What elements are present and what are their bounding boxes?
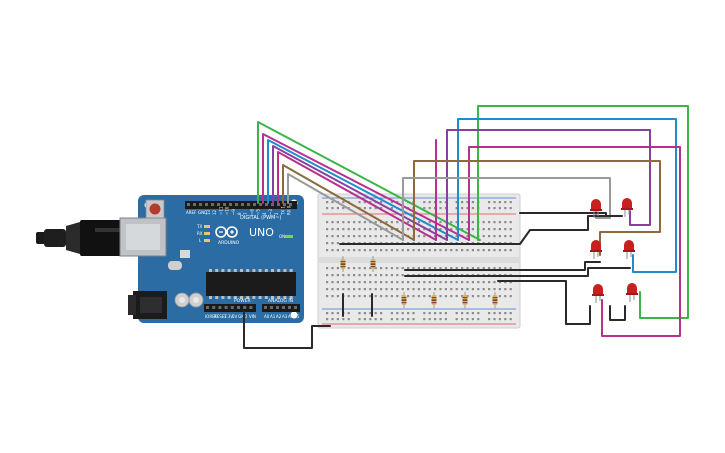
atmega-chip (206, 269, 296, 299)
digital-pin-label: RX 0 (287, 205, 292, 215)
digital-pin-label: 4 (262, 212, 267, 215)
aref-label: AREF (186, 210, 197, 215)
reset-button-icon[interactable] (145, 199, 165, 219)
wire-black-gnd-4 (404, 267, 631, 277)
analog-label: ANALOG IN (268, 298, 293, 304)
resistor (431, 292, 437, 308)
analog-pin-label: A0 (264, 314, 270, 319)
red-led[interactable] (621, 198, 633, 217)
red-led[interactable] (590, 199, 602, 218)
wire-brown-pin (282, 164, 415, 241)
red-led[interactable] (626, 283, 638, 302)
digital-pin-label: ~3 (268, 209, 273, 215)
digital-pin-label: ~10 (225, 206, 230, 215)
analog-header (262, 304, 300, 312)
tx-label: TX (196, 224, 202, 229)
digital-pin-label: ~6 (249, 209, 254, 215)
resistor (462, 292, 468, 308)
wire-black-gnd-5 (497, 280, 591, 325)
digital-pin-label: 7 (243, 212, 248, 215)
analog-pin-label: A3 (282, 314, 288, 319)
power-label: POWER (234, 298, 251, 304)
reset-pin-label: RESET (214, 314, 227, 319)
digital-pin-label: ~5 (256, 209, 261, 215)
analog-pin-label: A4 (288, 314, 294, 319)
digital-pin-label: TX 1 (280, 206, 285, 216)
wire-brown-led (413, 160, 661, 256)
analog-pin-label: A2 (276, 314, 282, 319)
l-label: L (199, 238, 202, 243)
wire-magenta-pin (262, 133, 470, 241)
wire-green-pin-long (257, 105, 689, 319)
wire-blue-pin (267, 139, 459, 241)
status-leds (204, 225, 293, 242)
digital-pin-label: 13 (206, 209, 211, 215)
red-led[interactable] (623, 240, 635, 259)
arduino-infinity-logo-icon (215, 226, 238, 238)
wires (243, 105, 689, 349)
resistors (340, 256, 498, 308)
analog-pin-label: A5 (294, 314, 300, 319)
wire-purple-pin (272, 145, 448, 241)
digital-label: DIGITAL (PWM~) (240, 215, 282, 221)
wire-purple-led (446, 129, 651, 241)
brand-label: ARDUINO (218, 240, 240, 246)
leds (590, 198, 638, 303)
model-label: UNO (249, 226, 274, 239)
dc-power-jack-icon (128, 291, 167, 319)
wire-blue-led (457, 118, 677, 273)
wire-magenta-led (468, 146, 681, 337)
resistor (492, 292, 498, 308)
digital-pin-label: ~9 (231, 209, 236, 215)
wire-black-gnd-board (243, 311, 331, 349)
vin-label: VIN (249, 314, 256, 319)
wire-black-gnd-3 (404, 261, 601, 271)
red-led[interactable] (590, 240, 602, 259)
digital-pin-label: 12 (212, 209, 217, 215)
digital-pin-label: ~11 (218, 206, 223, 215)
analog-pin-label: A1 (270, 314, 276, 319)
gnd-label-top: GND (198, 210, 207, 215)
oscillator (168, 261, 182, 270)
ioref-label: IOREF (205, 314, 218, 319)
resistor (370, 256, 376, 272)
wire-black-gnd-6 (609, 305, 626, 321)
gnd-label-bottom: GND (238, 314, 247, 319)
wire-magenta-pin-2 (277, 151, 437, 241)
resistor (401, 292, 407, 308)
power-header (204, 304, 256, 312)
red-led[interactable] (592, 284, 604, 303)
3v3-label: 3.3V (224, 314, 233, 319)
wire-gray-pin (287, 173, 404, 241)
digital-header-pins (187, 203, 292, 206)
digital-pin-label: 2 (274, 212, 279, 215)
resistor (340, 256, 346, 272)
rx-label: RX (197, 231, 203, 236)
digital-pin-label: 8 (237, 212, 242, 215)
5v-label: 5V (232, 314, 238, 319)
on-label: ON (279, 234, 285, 239)
crystal (180, 250, 190, 258)
